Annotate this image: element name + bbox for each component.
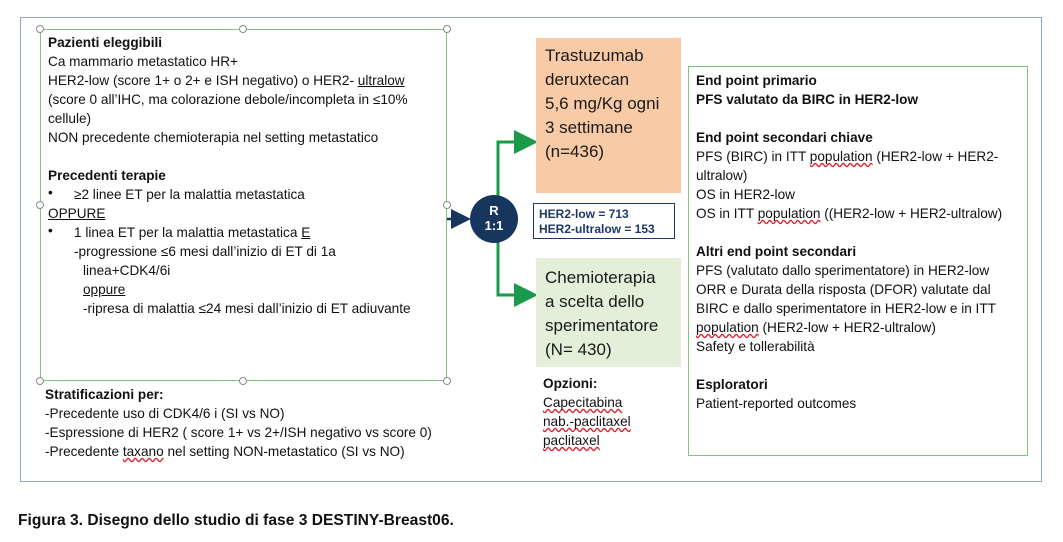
resize-handle[interactable] [239,25,247,33]
stratification-title: Stratificazioni per: [45,387,164,402]
other-endpoint-line: population (HER2-low + HER2-ultralow) [696,318,936,337]
resize-handle[interactable] [36,25,44,33]
primary-endpoint-title: End point primario [696,73,817,88]
arm-trastuzumab-line: deruxtecan [545,70,630,89]
eligibility-title: Pazienti eleggibili [48,35,163,50]
resize-handle[interactable] [443,201,451,209]
text-fragment: HER2-low (score 1+ o 2+ e ISH negativo) … [48,73,358,88]
options-title: Opzioni: [543,376,598,391]
randomization-ratio: 1:1 [484,218,504,233]
exploratory-title: Esploratori [696,377,768,392]
resize-handle[interactable] [443,377,451,385]
exploratory-line: Patient-reported outcomes [696,396,857,411]
other-endpoint-line: BIRC e dallo sperimentatore in HER2-low … [696,301,996,316]
option-item: Capecitabina [543,395,623,410]
prior-sub-line: -progressione ≤6 mesi dall’inizio di ET … [74,244,336,259]
text-fragment: (HER2-low + HER2-ultralow) [758,320,936,335]
eligibility-line: HER2-low (score 1+ o 2+ e ISH negativo) … [48,71,405,90]
prior-sub-line: linea+CDK4/6i [83,263,171,278]
prior-sub-line: -ripresa di malattia ≤24 mesi dall’inizi… [83,301,411,316]
secondary-endpoint-line: ultralow) [696,168,748,183]
arrow-to-chemotherapy [496,219,538,307]
stratification-line: -Espressione di HER2 ( score 1+ vs 2+/IS… [45,425,432,440]
resize-handle[interactable] [36,377,44,385]
population-spellcheck: population [757,206,821,221]
her2-low-count: HER2-low = 713 [539,207,629,221]
arm-trastuzumab-line: 3 settimane [545,118,633,137]
text-fragment: nel setting NON-metastatico (SI vs NO) [163,444,405,459]
text-fragment: OS in ITT [696,206,758,221]
resize-handle[interactable] [443,25,451,33]
figure-caption: Figura 3. Disegno dello studio di fase 3… [18,512,454,529]
population-spellcheck: population [809,149,873,164]
bullet: • [48,185,53,200]
prior-line: 1 linea ET per la malattia metastatica E [74,223,310,242]
diagram-frame [20,17,1042,482]
other-endpoint-line: PFS (valutato dallo sperimentatore) in H… [696,263,990,278]
prior-therapies-title: Precedenti terapie [48,168,166,183]
secondary-endpoint-line: OS in HER2-low [696,187,795,202]
arm-trastuzumab-line: Trastuzumab [545,46,644,65]
oppure-label: OPPURE [48,206,106,221]
secondary-endpoint-line: PFS (BIRC) in ITT population (HER2-low +… [696,147,998,166]
option-item: nab.-paclitaxel [543,414,631,429]
eligibility-line: cellule) [48,111,92,126]
endpoints-box [688,66,1028,456]
text-fragment: (HER2-low + HER2- [872,149,999,164]
prior-line: ≥2 linee ET per la malattia metastatica [74,187,305,202]
arm-trastuzumab-line: 5,6 mg/Kg ogni [545,94,660,113]
secondary-endpoints-title: End point secondari chiave [696,130,873,145]
eligibility-line: Ca mammario metastatico HR+ [48,54,238,69]
arm-trastuzumab-line: (n=436) [545,142,605,161]
stratification-line: -Precedente taxano nel setting NON-metas… [45,442,405,461]
other-endpoint-line: ORR e Durata della risposta (DFOR) valut… [696,282,991,297]
primary-endpoint: PFS valutato da BIRC in HER2-low [696,92,919,107]
arm-chemotherapy-line: a scelta dello [545,292,645,311]
eligibility-line: NON precedente chemioterapia nel setting… [48,130,379,145]
her2-ultralow-count: HER2-ultralow = 153 [539,222,655,236]
e-underlined: E [301,225,311,240]
other-endpoints-title: Altri end point secondari [696,244,857,259]
text-fragment: -Precedente [45,444,123,459]
bullet: • [48,223,53,238]
stratification-line: -Precedente uso di CDK4/6 i (SI vs NO) [45,406,285,421]
text-fragment: ((HER2-low + HER2-ultralow) [820,206,1003,221]
arm-chemotherapy-line: Chemioterapia [545,268,656,287]
eligibility-line: (score 0 all’IHC, ma colorazione debole/… [48,92,408,107]
arm-trastuzumab-box [536,38,681,193]
population-counts-box: HER2-low = 713 HER2-ultralow = 153 [533,203,675,239]
taxano-spellcheck: taxano [122,444,164,459]
oppure-label: oppure [83,282,126,297]
other-endpoint-line: Safety e tollerabilità [696,339,815,354]
text-fragment: 1 linea ET per la malattia metastatica [74,225,302,240]
resize-handle[interactable] [239,377,247,385]
ultralow-underlined: ultralow [357,73,405,88]
option-item: paclitaxel [543,433,600,448]
population-spellcheck: population [696,320,759,335]
arm-chemotherapy-line: (N= 430) [545,340,612,359]
secondary-endpoint-line: OS in ITT population ((HER2-low + HER2-u… [696,204,1002,223]
text-fragment: PFS (BIRC) in ITT [696,149,810,164]
arm-chemotherapy-box [536,258,681,367]
resize-handle[interactable] [36,201,44,209]
arm-chemotherapy-line: sperimentatore [545,316,659,335]
randomization-circle: R 1:1 [470,195,518,243]
randomization-letter: R [489,203,499,218]
